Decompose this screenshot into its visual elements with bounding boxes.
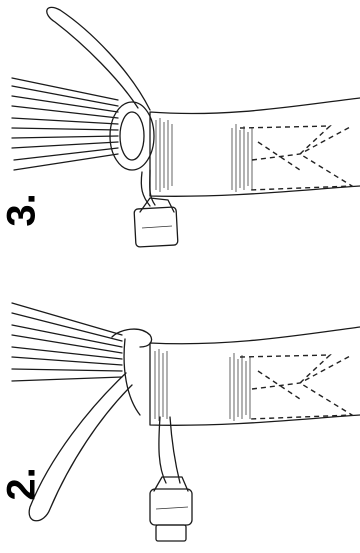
cord-strands xyxy=(12,303,122,381)
stitching xyxy=(240,355,352,419)
strap xyxy=(150,98,360,196)
strap-gather xyxy=(156,118,252,192)
stitching xyxy=(240,126,352,190)
step-3-illustration xyxy=(0,0,360,276)
strap xyxy=(150,327,360,425)
step-number: 2. xyxy=(2,467,42,500)
sling-loop xyxy=(47,7,150,110)
strap-gather xyxy=(155,349,250,421)
step-2-panel: 2. xyxy=(0,277,360,553)
sling-loop xyxy=(29,373,132,521)
step-number: 3. xyxy=(2,193,42,226)
cord-strands xyxy=(12,78,118,170)
step-2-illustration xyxy=(0,277,360,553)
step-3-panel: 3. xyxy=(0,0,360,276)
